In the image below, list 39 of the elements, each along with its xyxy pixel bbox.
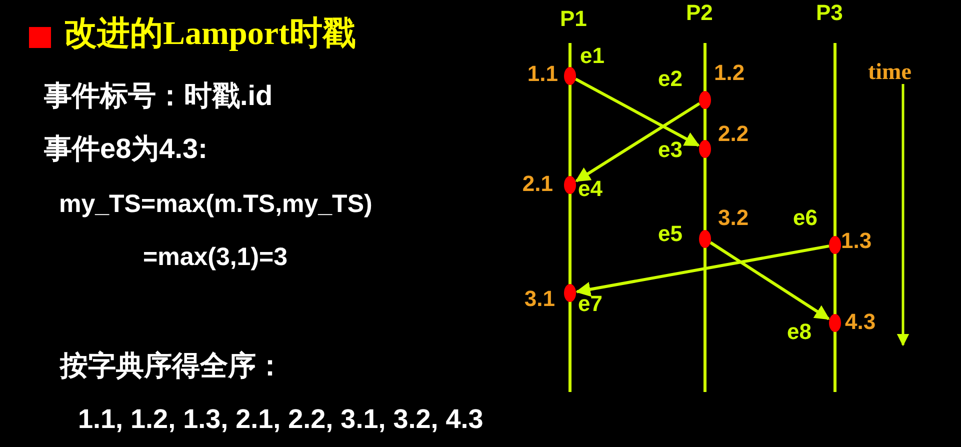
event-dot <box>564 284 576 302</box>
process-name: P3 <box>816 2 843 24</box>
event-label: e5 <box>658 223 682 245</box>
event-label: e7 <box>578 293 602 315</box>
event-dot <box>564 67 576 85</box>
event-label: e2 <box>658 68 682 90</box>
timestamp-label: 3.2 <box>718 207 749 229</box>
event-label: e3 <box>658 139 682 161</box>
event-dot <box>564 176 576 194</box>
event-dot <box>829 236 841 254</box>
event-dot <box>699 91 711 109</box>
timestamp-label: 1.1 <box>527 63 558 85</box>
timestamp-label: 1.3 <box>841 230 872 252</box>
timestamp-label: 1.2 <box>714 62 745 84</box>
process-name: P2 <box>686 2 713 24</box>
timestamp-label: 3.1 <box>524 288 555 310</box>
order-text: 1.1, 1.2, 1.3, 2.1, 2.2, 3.1, 3.2, 4.3 <box>78 406 484 433</box>
event-dot <box>829 314 841 332</box>
event-dot <box>699 140 711 158</box>
arrow <box>710 241 830 320</box>
arrow <box>575 102 700 182</box>
axis-label: time <box>868 60 912 83</box>
timestamp-label: 2.1 <box>522 173 553 195</box>
title: 改进的Lamport时戳 <box>64 18 356 51</box>
process-name: P1 <box>560 8 587 30</box>
arrow <box>575 244 830 297</box>
event-dot <box>699 230 711 248</box>
note-text: 事件e8为4.3: <box>44 135 208 163</box>
event-label: e8 <box>787 321 812 343</box>
timestamp-label: 4.3 <box>845 311 876 333</box>
note-text: 事件标号：时戳.id <box>44 82 273 110</box>
event-label: e1 <box>580 45 604 67</box>
formula-text: my_TS=max(m.TS,my_TS) <box>59 192 372 217</box>
event-label: e4 <box>578 178 602 200</box>
formula-text: =max(3,1)=3 <box>143 245 288 270</box>
note-text: 按字典序得全序： <box>60 352 284 380</box>
timestamp-label: 2.2 <box>718 123 749 145</box>
arrow <box>574 78 700 147</box>
event-label: e6 <box>793 207 818 229</box>
